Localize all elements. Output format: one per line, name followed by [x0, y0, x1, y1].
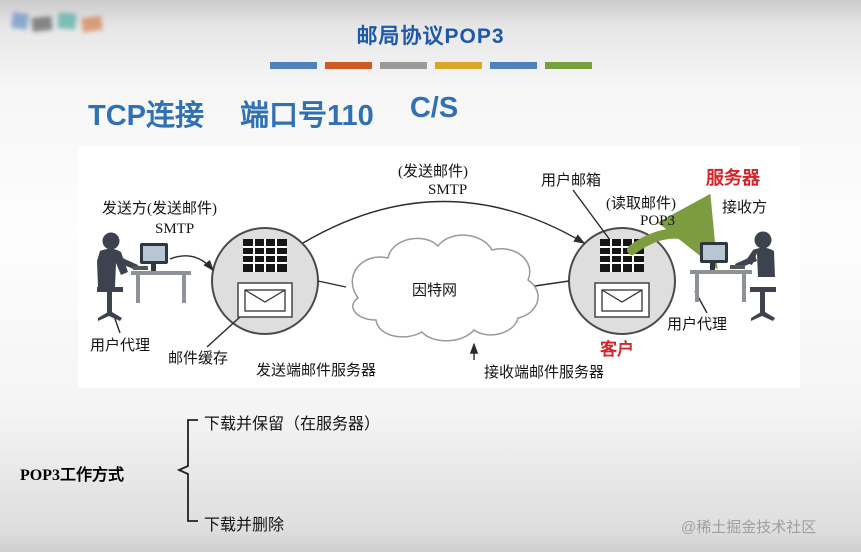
- pop3-mode-keep: 下载并保留（在服务器）: [204, 416, 381, 433]
- accent-bar: [269, 62, 317, 69]
- page-title: 邮局协议POP3: [356, 25, 505, 48]
- label-mail-cache: 邮件缓存: [168, 351, 229, 367]
- accent-bar: [544, 62, 592, 69]
- label-receiving-server: 接收端邮件服务器: [484, 365, 605, 381]
- corner-logo-watermark: [10, 7, 120, 47]
- label-user-mailbox: 用户邮箱: [541, 173, 602, 189]
- community-watermark: @稀土掘金技术社区: [681, 519, 817, 536]
- accent-bar: [379, 62, 427, 69]
- label-user-agent-left: 用户代理: [90, 338, 151, 354]
- label-client-red: 客户: [600, 340, 634, 359]
- heading-port: 端口号110: [240, 100, 374, 132]
- label-transfer-note: (发送邮件): [398, 164, 468, 180]
- pop3-modes-title: POP3工作方式: [20, 467, 124, 484]
- heading-tcp: TCP连接: [88, 100, 205, 132]
- pop3-mode-delete: 下载并删除: [204, 517, 285, 534]
- label-read-note: (读取邮件): [606, 196, 676, 212]
- label-user-agent-right: 用户代理: [667, 317, 728, 333]
- label-sender-role: 发送方(发送邮件): [102, 201, 217, 217]
- label-internet: 因特网: [412, 283, 458, 299]
- label-sending-server: 发送端邮件服务器: [256, 363, 377, 379]
- accent-bar: [489, 62, 537, 69]
- label-transfer-protocol: SMTP: [428, 182, 468, 198]
- accent-bar: [324, 62, 372, 69]
- label-server-red: 服务器: [706, 168, 760, 188]
- heading-cs: C/S: [409, 92, 459, 124]
- label-read-protocol: POP3: [640, 213, 676, 229]
- accent-divider: [0, 62, 861, 69]
- label-sender-protocol: SMTP: [155, 221, 195, 237]
- section-heading: TCP连接 端口号110 C/S: [88, 92, 458, 134]
- pop3-modes-brace: [176, 419, 198, 522]
- label-receiver-role: 接收方: [722, 200, 768, 216]
- accent-bar: [434, 62, 482, 69]
